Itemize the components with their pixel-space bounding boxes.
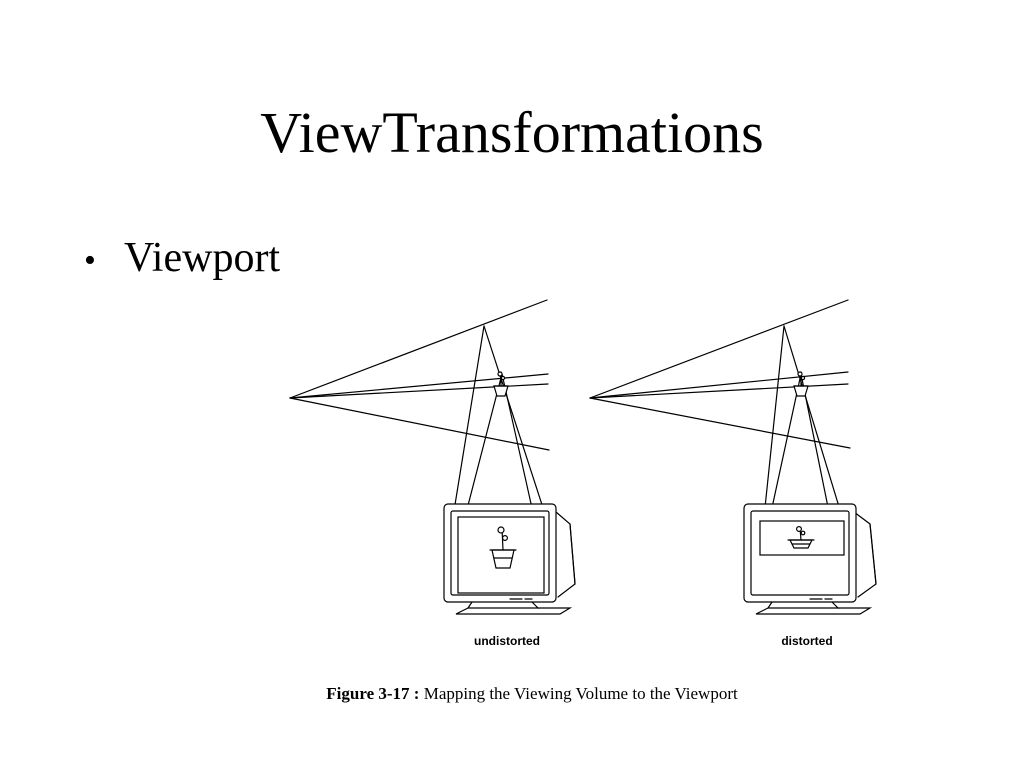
distorted-label: distorted xyxy=(781,634,832,648)
bullet-icon: • xyxy=(84,242,96,279)
viewport-mapping-figure: undistorted distorted xyxy=(270,292,900,664)
projected-pot-icon xyxy=(489,526,517,569)
figure-caption-text: Mapping the Viewing Volume to the Viewpo… xyxy=(419,684,738,703)
figure-caption: Figure 3-17 : Mapping the Viewing Volume… xyxy=(0,684,1024,704)
figure-number: Figure 3-17 : xyxy=(326,684,420,703)
bullet-list: • Viewport xyxy=(84,232,280,287)
projection-lines xyxy=(763,325,841,518)
monitor-icon xyxy=(743,503,877,615)
undistorted-label: undistorted xyxy=(474,634,540,648)
projection-lines xyxy=(452,325,546,518)
viewing-volume-lines xyxy=(289,299,550,451)
slide-title: ViewTransformations xyxy=(260,100,764,165)
bullet-label: Viewport xyxy=(124,235,281,281)
undistorted-diagram xyxy=(289,299,576,615)
bullet-item-viewport: • Viewport xyxy=(84,232,280,287)
plant-pot-icon xyxy=(793,371,809,397)
plant-pot-icon xyxy=(493,371,509,397)
projected-pot-icon xyxy=(787,526,815,549)
distorted-diagram xyxy=(589,299,877,615)
